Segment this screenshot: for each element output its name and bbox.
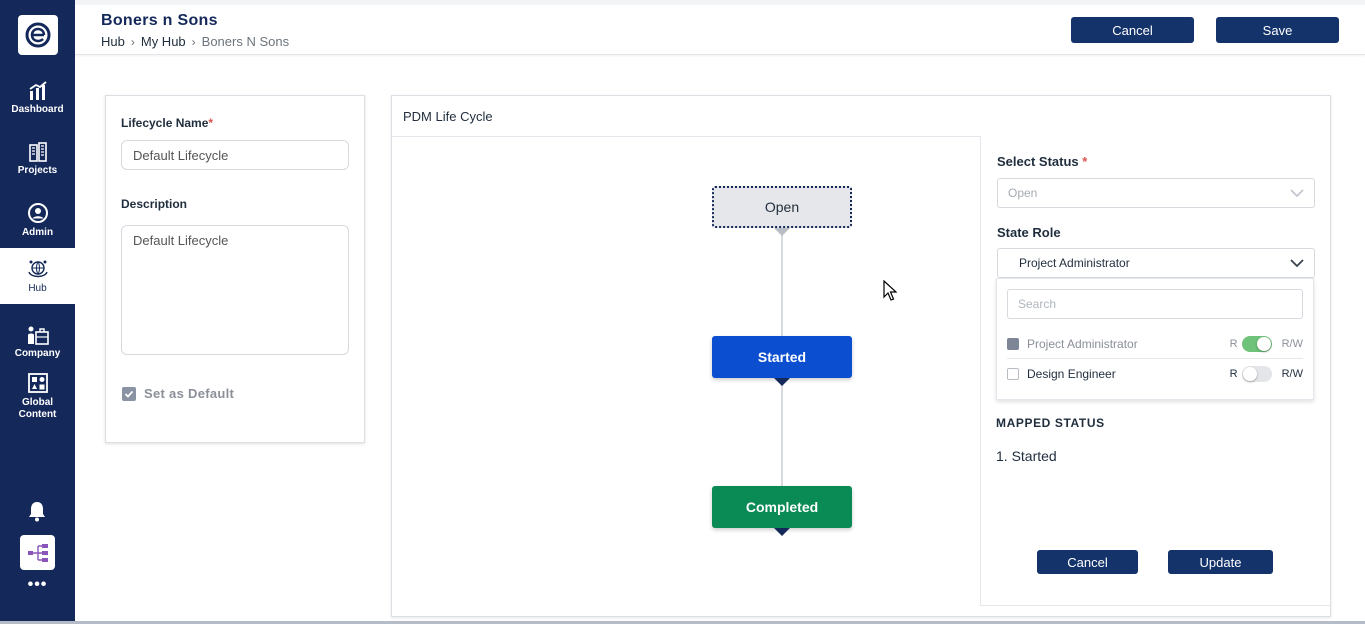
lifecycle-title: PDM Life Cycle xyxy=(403,109,493,124)
sidebar-item-admin[interactable]: Admin xyxy=(0,192,75,248)
description-label: Description xyxy=(121,197,188,211)
read-write-label: R/W xyxy=(1281,337,1303,350)
read-label: R xyxy=(1229,368,1238,380)
top-strip xyxy=(75,0,1365,5)
status-node-started[interactable]: Started xyxy=(712,336,852,378)
lifecycle-name-label: Lifecycle Name* xyxy=(121,116,214,130)
sidebar-item-label: Global Content xyxy=(18,396,57,420)
permission-toggle[interactable] xyxy=(1241,335,1272,352)
header-save-button[interactable]: Save xyxy=(1216,17,1339,43)
breadcrumb-hub[interactable]: Hub xyxy=(101,34,125,49)
role-name: Design Engineer xyxy=(1027,367,1116,381)
sidebar-item-projects[interactable]: Projects xyxy=(0,131,75,187)
lifecycle-name-input[interactable]: Default Lifecycle xyxy=(121,140,349,170)
status-node-completed[interactable]: Completed xyxy=(712,486,852,528)
description-textarea[interactable]: Default Lifecycle xyxy=(121,225,349,355)
status-node-open[interactable]: Open xyxy=(712,186,852,228)
chevron-down-icon xyxy=(1290,259,1304,267)
sidebar: Dashboard Projects Admin Hub xyxy=(0,0,75,624)
state-role-label: State Role xyxy=(997,225,1061,240)
divider xyxy=(392,136,1330,137)
logo-icon xyxy=(25,22,51,48)
mapped-status-item: 1. Started xyxy=(996,448,1057,464)
read-write-label: R/W xyxy=(1281,368,1303,380)
bell-icon xyxy=(29,502,45,522)
notifications-button[interactable] xyxy=(27,500,47,527)
checkbox-checked-icon[interactable] xyxy=(122,386,136,401)
mouse-cursor-icon xyxy=(883,279,898,307)
hub-icon xyxy=(27,260,48,277)
chevron-right-icon: › xyxy=(191,34,196,49)
sidebar-item-label: Projects xyxy=(17,164,58,176)
flow-connector xyxy=(781,378,783,486)
mapped-status-title: MAPPED STATUS xyxy=(996,416,1105,430)
set-default-label: Set as Default xyxy=(144,386,235,401)
role-checkbox[interactable] xyxy=(1007,337,1019,350)
hierarchy-icon xyxy=(27,543,48,562)
toggle-knob xyxy=(1256,336,1271,351)
header-cancel-button[interactable]: Cancel xyxy=(1071,17,1194,43)
sidebar-item-global-content[interactable]: Global Content xyxy=(0,366,75,426)
global-content-icon xyxy=(27,372,48,393)
arrow-down-icon xyxy=(774,228,790,236)
sidebar-item-dashboard[interactable]: Dashboard xyxy=(0,70,75,126)
more-menu-button[interactable]: ••• xyxy=(27,576,48,593)
hierarchy-button[interactable] xyxy=(20,535,55,570)
sidebar-item-hub[interactable]: Hub xyxy=(0,248,75,304)
role-name: Project Administrator xyxy=(1027,336,1138,351)
breadcrumb-current: Boners N Sons xyxy=(201,34,290,49)
permission-toggle[interactable] xyxy=(1241,366,1272,382)
sidebar-item-label: Dashboard xyxy=(11,103,64,115)
building-icon xyxy=(28,141,47,162)
breadcrumb: Hub › My Hub › Boners N Sons xyxy=(101,34,289,49)
sidebar-item-label: Hub xyxy=(28,282,47,294)
flow-connector xyxy=(781,228,783,336)
toggle-knob xyxy=(1242,367,1257,381)
set-default-checkbox[interactable]: Set as Default xyxy=(122,386,234,401)
chevron-down-icon xyxy=(1290,189,1304,197)
page-title: Boners n Sons xyxy=(101,12,218,29)
select-status-value: Open xyxy=(1008,186,1038,200)
sidebar-item-label: Admin xyxy=(21,226,54,238)
state-role-options: Search Project Administrator R R/W Desig… xyxy=(996,278,1314,400)
role-search-input[interactable]: Search xyxy=(1007,289,1303,319)
app-logo[interactable] xyxy=(18,15,58,55)
sidebar-item-company[interactable]: Company xyxy=(0,314,75,370)
chevron-right-icon: › xyxy=(130,34,135,49)
breadcrumb-my-hub[interactable]: My Hub xyxy=(140,34,186,49)
role-option[interactable]: Project Administrator R R/W xyxy=(1007,329,1303,359)
bottom-border xyxy=(0,621,1365,624)
sidebar-item-label: Company xyxy=(14,347,61,359)
select-status-dropdown[interactable]: Open xyxy=(997,178,1315,208)
select-status-label: Select Status * xyxy=(997,154,1088,169)
chart-icon xyxy=(29,80,47,100)
admin-icon xyxy=(27,202,48,223)
arrow-down-icon xyxy=(774,378,790,386)
role-checkbox[interactable] xyxy=(1007,368,1019,380)
lifecycle-details-card: Lifecycle Name* Default Lifecycle Descri… xyxy=(105,95,365,443)
state-role-dropdown[interactable]: Project Administrator xyxy=(997,248,1315,278)
role-option[interactable]: Design Engineer R R/W xyxy=(1007,359,1303,389)
company-icon xyxy=(27,326,49,345)
read-label: R xyxy=(1229,337,1238,350)
update-button[interactable]: Update xyxy=(1168,550,1273,574)
panel-cancel-button[interactable]: Cancel xyxy=(1037,550,1138,574)
arrow-down-icon xyxy=(774,528,790,536)
state-role-value: Project Administrator xyxy=(1019,256,1130,270)
